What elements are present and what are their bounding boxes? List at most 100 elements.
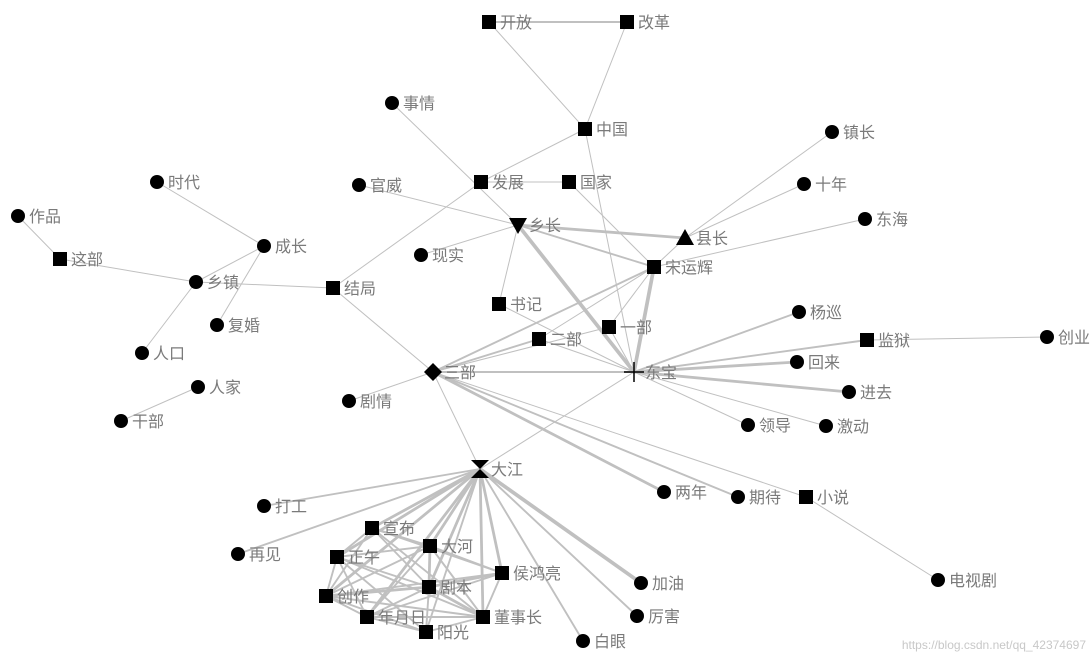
node-fuhun: 复婚 <box>210 316 260 335</box>
node-label: 创业 <box>1058 328 1090 347</box>
edge-juben-dongshizhang <box>427 585 485 619</box>
node-label: 董事长 <box>494 608 542 627</box>
edge-donghai-songyunhui <box>653 218 866 268</box>
edge-dajiang-jiayou <box>478 467 643 585</box>
node-zhengwu: 正午 <box>330 548 380 567</box>
node-marker-square <box>860 333 874 347</box>
node-marker-circle <box>657 485 671 499</box>
node-houhongliang: 侯鸿亮 <box>495 564 561 583</box>
node-marker-circle <box>191 380 205 394</box>
node-donghai: 东海 <box>858 210 908 229</box>
node-label: 成长 <box>275 237 307 256</box>
node-marker-circle <box>257 239 271 253</box>
node-juben: 剧本 <box>422 578 472 597</box>
edge-zhengwu-yangguang <box>336 556 427 633</box>
node-label: 开放 <box>500 13 532 32</box>
node-jianyu: 监狱 <box>860 331 910 350</box>
node-zaijian: 再见 <box>231 545 281 564</box>
edge-nianyueri-yangguang <box>366 616 427 633</box>
node-marker-square <box>476 610 490 624</box>
edge-dajiang-lihai <box>479 468 638 617</box>
edge-jieju-sanbu <box>332 287 434 373</box>
node-marker-square <box>620 15 634 29</box>
node-songyunhui: 宋运辉 <box>647 258 713 277</box>
edge-sanbu-xiaoshuo <box>432 371 807 498</box>
edge-songyunhui-sanbu <box>432 266 655 373</box>
node-label: 期待 <box>749 488 781 507</box>
edge-sanbu-dajiang <box>432 371 481 470</box>
node-marker-square <box>319 589 333 603</box>
edges-layer <box>17 21 1048 642</box>
node-jidong: 激动 <box>819 417 869 436</box>
node-label: 剧本 <box>440 578 472 597</box>
node-label: 激动 <box>837 417 869 436</box>
edge-erbu-sanbu <box>432 338 540 373</box>
edge-chuangzuo-dongshizhang <box>325 595 484 618</box>
node-label: 作品 <box>29 207 61 226</box>
node-label: 县长 <box>696 229 728 248</box>
node-marker-circle <box>352 178 366 192</box>
node-dongshizhang: 董事长 <box>476 608 542 627</box>
node-label: 监狱 <box>878 331 910 350</box>
node-yangguang: 阳光 <box>419 623 469 642</box>
node-marker-circle <box>150 175 164 189</box>
node-marker-diamond <box>424 363 442 381</box>
edge-shinian-xianzhang <box>684 183 805 239</box>
node-marker-circle <box>790 355 804 369</box>
node-xianshi: 现实 <box>414 246 464 265</box>
node-dajiang: 大江 <box>471 460 523 479</box>
edge-juben-nianyueri <box>366 586 430 618</box>
edge-dongbao-yangxun <box>633 311 800 373</box>
node-marker-square <box>330 550 344 564</box>
node-marker-circle <box>210 318 224 332</box>
node-label: 干部 <box>132 412 164 431</box>
node-marker-circle <box>931 573 945 587</box>
node-guojia: 国家 <box>562 173 612 192</box>
edge-dongbao-dajiang <box>479 371 635 470</box>
node-label: 国家 <box>580 173 612 192</box>
node-label: 发展 <box>492 173 524 192</box>
node-marker-circle <box>114 414 128 428</box>
node-marker-square <box>799 490 813 504</box>
node-marker-square <box>562 175 576 189</box>
node-label: 打工 <box>275 497 307 516</box>
node-marker-square <box>423 539 437 553</box>
node-label: 事情 <box>403 94 435 113</box>
node-chuangzuo: 创作 <box>319 587 369 606</box>
node-jieju: 结局 <box>326 279 376 298</box>
node-shuji: 书记 <box>492 295 542 314</box>
node-renkou: 人口 <box>135 344 185 363</box>
edge-sanbu-juqing <box>348 371 434 402</box>
node-dongbao: 东宝 <box>624 362 677 382</box>
node-zhebu: 这部 <box>53 250 103 269</box>
edge-fazhan-jieju <box>332 181 482 289</box>
node-marker-circle <box>858 212 872 226</box>
node-marker-circle <box>630 609 644 623</box>
node-marker-circle <box>842 385 856 399</box>
node-yangxun: 杨巡 <box>792 303 842 322</box>
edge-chengzhang-xiangzhen <box>195 245 265 283</box>
node-label: 正午 <box>348 548 380 567</box>
node-label: 结局 <box>344 279 376 298</box>
node-label: 乡镇 <box>207 273 239 292</box>
edge-songyunhui-dongbao <box>632 265 656 374</box>
edge-xiangzhang-xianzhang <box>516 223 687 240</box>
edge-dajiang-zaijian <box>237 468 481 555</box>
nodes-layer: 开放改革事情中国镇长时代官威发展国家十年作品乡长东海县长成长这部现实宋运辉乡镇结… <box>11 13 1090 651</box>
node-label: 乡长 <box>529 216 561 235</box>
edge-xiangzhang-dongbao <box>516 223 636 374</box>
edge-xiangzhen-renkou <box>141 281 197 354</box>
node-jiayou: 加油 <box>634 574 684 593</box>
edge-xuanbu-juben <box>371 527 430 588</box>
node-erbu: 二部 <box>532 330 582 349</box>
node-huilai: 回来 <box>790 353 840 372</box>
node-sanbu: 三部 <box>424 363 476 382</box>
node-label: 书记 <box>510 295 542 314</box>
node-zhenzhang: 镇长 <box>825 123 875 142</box>
node-marker-square <box>422 580 436 594</box>
node-label: 一部 <box>620 318 652 337</box>
edge-dongbao-jidong <box>633 371 827 427</box>
node-lihai: 厉害 <box>630 607 680 626</box>
node-label: 改革 <box>638 13 670 32</box>
edge-sanbu-liangnian <box>431 370 666 494</box>
